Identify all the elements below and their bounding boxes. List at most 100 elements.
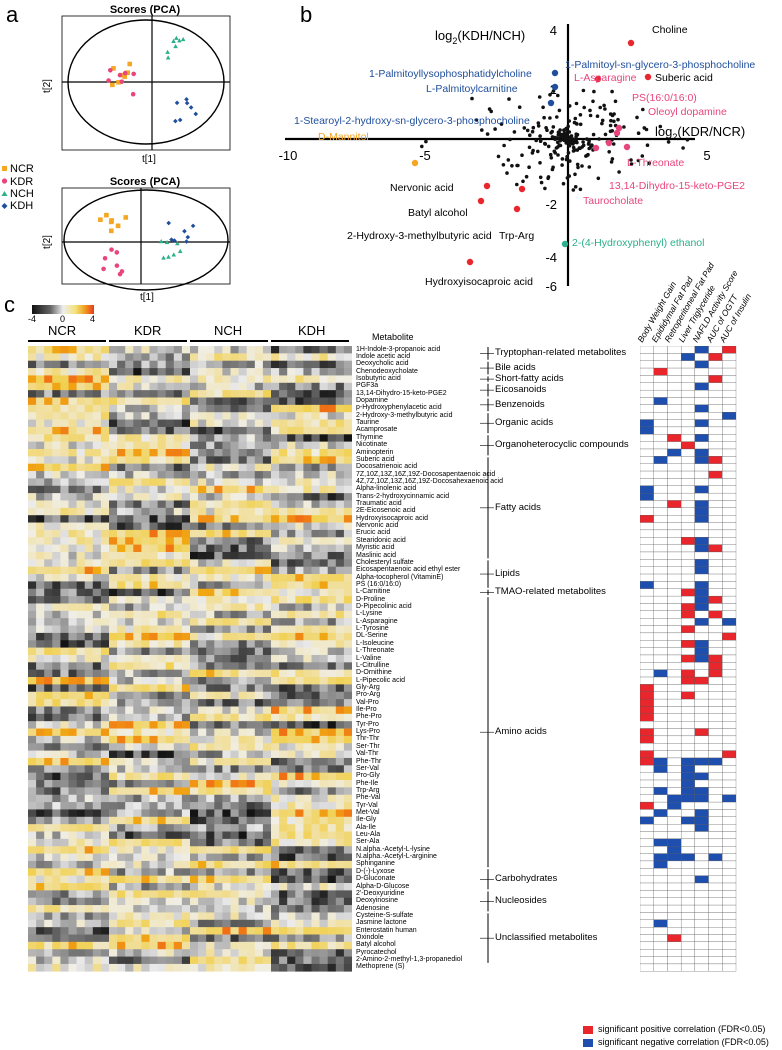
heat-cell bbox=[254, 419, 264, 428]
heat-cell bbox=[141, 735, 150, 744]
heat-cell bbox=[109, 551, 118, 560]
heat-cell bbox=[343, 713, 352, 722]
heat-cell bbox=[295, 640, 304, 648]
heat-cell bbox=[262, 346, 272, 354]
volcano-dot bbox=[573, 116, 578, 121]
correlation-cell bbox=[653, 757, 668, 766]
heat-cell bbox=[181, 544, 191, 553]
heat-cell bbox=[100, 441, 110, 450]
heat-cell bbox=[84, 728, 94, 737]
heat-cell bbox=[287, 765, 296, 773]
correlation-cell bbox=[722, 882, 737, 891]
heat-cell bbox=[36, 809, 45, 818]
heat-cell bbox=[44, 463, 53, 472]
heat-cell bbox=[60, 684, 69, 693]
label-oleoyl: Oleoyl dopamine bbox=[648, 106, 727, 118]
heat-cell bbox=[287, 684, 296, 693]
heat-cell bbox=[60, 529, 69, 538]
heat-cell bbox=[68, 404, 77, 413]
heat-cell bbox=[303, 838, 312, 847]
heat-cell bbox=[214, 735, 223, 744]
heat-cell bbox=[84, 397, 94, 406]
heat-cell bbox=[44, 890, 53, 899]
heat-cell bbox=[238, 831, 247, 840]
heat-cell bbox=[343, 625, 352, 634]
heat-cell bbox=[254, 647, 264, 656]
metabolite-label: Enterostatin human bbox=[356, 926, 417, 934]
heat-cell bbox=[52, 390, 61, 398]
volcano-dot bbox=[658, 124, 663, 129]
correlation-cell bbox=[667, 853, 682, 862]
heat-cell bbox=[287, 662, 296, 670]
heat-cell bbox=[311, 846, 320, 854]
volcano-highlight bbox=[613, 129, 621, 137]
heat-cell bbox=[198, 669, 207, 678]
heat-cell bbox=[36, 515, 45, 523]
heat-cell bbox=[279, 684, 288, 693]
heat-cell bbox=[271, 360, 280, 369]
heat-cell bbox=[60, 949, 69, 957]
heat-cell bbox=[117, 868, 126, 876]
volcano-dot bbox=[539, 180, 544, 185]
heat-cell bbox=[28, 735, 37, 744]
heat-cell bbox=[198, 507, 207, 516]
correlation-cell bbox=[694, 713, 709, 722]
heat-cell bbox=[262, 868, 272, 876]
heat-cell bbox=[190, 441, 199, 450]
heat-cell bbox=[327, 610, 337, 619]
heat-cell bbox=[327, 625, 337, 634]
heat-cell bbox=[165, 456, 175, 464]
heat-cell bbox=[181, 448, 191, 457]
heat-cell bbox=[327, 816, 337, 825]
heat-cell bbox=[125, 765, 134, 773]
heat-cell bbox=[335, 404, 345, 413]
heat-cell bbox=[28, 596, 37, 604]
correlation-cell bbox=[667, 816, 682, 825]
heat-cell bbox=[206, 868, 215, 876]
heat-cell bbox=[109, 897, 118, 906]
volcano-dot bbox=[636, 158, 641, 163]
heat-cell bbox=[206, 382, 215, 391]
heat-cell bbox=[295, 404, 304, 413]
heat-cell bbox=[230, 743, 239, 751]
correlation-cell bbox=[708, 838, 723, 847]
heat-cell bbox=[343, 390, 352, 398]
correlation-cell bbox=[653, 551, 668, 560]
heat-cell bbox=[100, 404, 110, 413]
heat-cell bbox=[76, 382, 85, 391]
heat-cell bbox=[157, 846, 166, 854]
heat-cell bbox=[343, 522, 352, 531]
correlation-cell bbox=[667, 500, 682, 508]
heat-cell bbox=[311, 507, 320, 516]
heat-cell bbox=[149, 780, 158, 788]
heat-cell bbox=[109, 412, 118, 420]
heat-cell bbox=[149, 831, 158, 840]
heat-cell bbox=[246, 507, 256, 516]
heat-cell bbox=[165, 831, 175, 840]
heat-cell bbox=[311, 368, 320, 376]
heat-cell bbox=[198, 794, 207, 803]
heat-cell bbox=[60, 419, 69, 428]
heat-cell bbox=[271, 654, 280, 663]
heat-cell bbox=[133, 824, 142, 832]
heat-cell bbox=[254, 905, 264, 913]
correlation-cell bbox=[667, 772, 682, 781]
legend-ncr-label: NCR bbox=[10, 163, 34, 175]
heat-cell bbox=[303, 927, 312, 935]
metabolite-label: Docosatrienoic acid bbox=[356, 463, 418, 471]
heat-cell bbox=[254, 485, 264, 494]
heat-cell bbox=[157, 875, 166, 884]
correlation-cell bbox=[653, 838, 668, 847]
heat-cell bbox=[76, 802, 85, 810]
heat-cell bbox=[149, 625, 158, 634]
heat-cell bbox=[246, 743, 256, 751]
heat-cell bbox=[295, 618, 304, 626]
heat-cell bbox=[271, 426, 280, 435]
heat-cell bbox=[149, 765, 158, 773]
heat-cell bbox=[311, 927, 320, 935]
heat-cell bbox=[44, 529, 53, 538]
heat-cell bbox=[190, 816, 199, 825]
heat-cell bbox=[222, 691, 231, 700]
heat-cell bbox=[36, 647, 45, 656]
volcano-dot bbox=[561, 135, 566, 139]
